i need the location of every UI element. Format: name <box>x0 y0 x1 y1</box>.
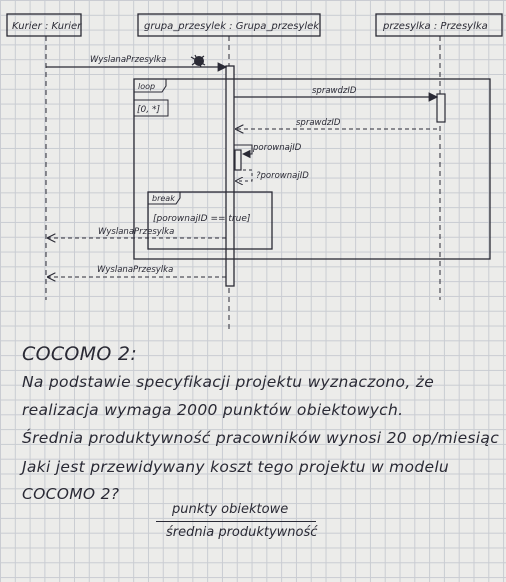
notes-line-4: Jaki jest przewidywany koszt tego projek… <box>22 458 450 476</box>
lifeline-kurier-box <box>6 13 82 37</box>
activation-grupa-przesylek <box>225 65 235 287</box>
break-frame-box <box>147 191 273 250</box>
notes-line-5: COCOMO 2? <box>22 485 120 503</box>
loop-frame: loop [0, *] <box>133 78 491 260</box>
break-frame-label: break <box>152 194 175 203</box>
lifeline-przesylka: przesylka : Przesylka <box>375 13 503 300</box>
lifeline-grupa-przesylek-label: grupa_przesylek : Grupa_przesylek <box>144 21 320 32</box>
loop-guard-box <box>133 99 169 117</box>
loop-frame-tab <box>134 79 167 93</box>
fraction-bar <box>156 521 316 522</box>
message-4-arrow <box>234 144 253 159</box>
message-4-label: porownajID <box>252 143 302 153</box>
notes-line-1: Na podstawie specyfikacji projektu wyzna… <box>22 373 435 391</box>
lifeline-kurier-label: Kurier : Kurier <box>12 21 82 32</box>
break-frame: break [porownajID == true] <box>147 191 273 250</box>
notes-heading: COCOMO 2: <box>22 343 138 365</box>
break-frame-guard: [porownajID == true] <box>153 214 251 224</box>
message-6-label: WyslanaPrzesylka <box>98 227 174 237</box>
message-1-label: WyslanaPrzesylka <box>90 55 166 65</box>
fraction-denominator: średnia produktywność <box>166 525 318 540</box>
message-3-label: sprawdzID <box>296 118 341 128</box>
notes-line-2: realizacja wymaga 2000 punktów obiektowy… <box>22 401 404 419</box>
scribble-mark <box>190 54 206 68</box>
loop-frame-guard: [0, *] <box>137 105 160 115</box>
message-7-label: WyslanaPrzesylka <box>97 265 173 275</box>
loop-frame-label: loop <box>138 82 155 91</box>
lifeline-przesylka-box <box>375 13 503 37</box>
break-frame-tab <box>148 192 181 205</box>
sequence-diagram: Kurier : Kurier grupa_przesylek : Grupa_… <box>6 13 503 330</box>
message-5-label: ?porownajID <box>256 171 309 181</box>
activation-grupa-przesylek-self <box>234 149 242 171</box>
lifeline-przesylka-label: przesylka : Przesylka <box>382 21 488 32</box>
activation-przesylka <box>436 93 446 123</box>
message-2-label: sprawdzID <box>312 86 357 96</box>
lifeline-kurier: Kurier : Kurier <box>6 13 82 300</box>
loop-frame-box <box>133 78 491 260</box>
notes-line-3: Średnia produktywność pracowników wynosi… <box>22 429 500 447</box>
message-5-arrow <box>236 169 253 181</box>
fraction-numerator: punkty obiektowe <box>172 502 289 517</box>
